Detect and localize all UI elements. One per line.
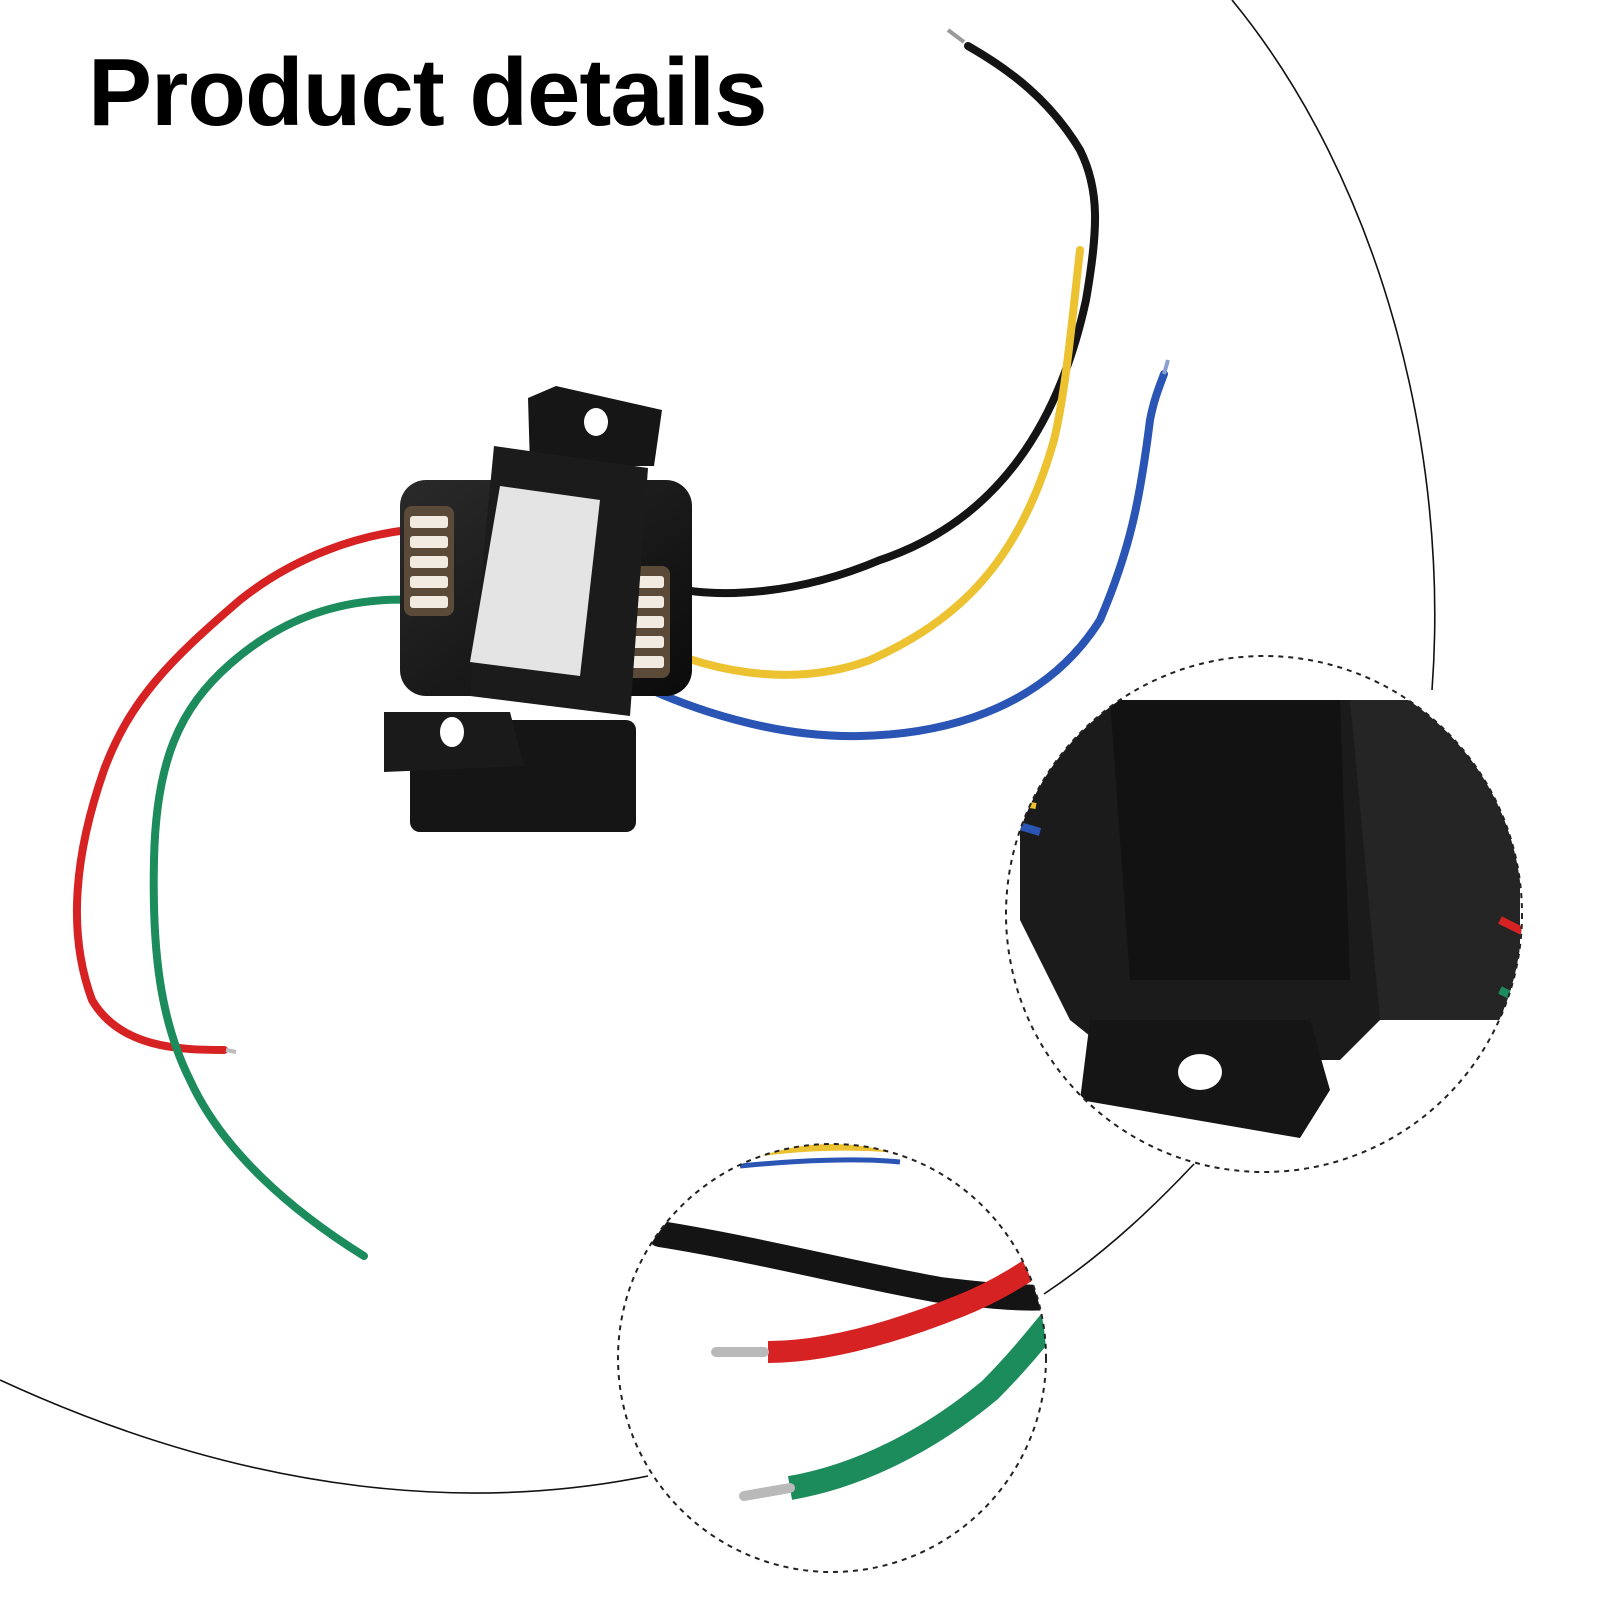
- closeup-black-wire: [647, 1221, 1046, 1311]
- inset-wires-closeup: [617, 1143, 1047, 1573]
- transformer: [72, 28, 1170, 1260]
- inset-frame: [1005, 655, 1523, 1173]
- decorative-arc-bottom: [0, 1379, 649, 1494]
- inset-bracket-closeup: [1005, 655, 1523, 1173]
- red-wire: [72, 524, 440, 1054]
- yellow-wire: [636, 246, 1084, 679]
- page-title: Product details: [88, 39, 767, 146]
- decorative-arc-connector: [1043, 1163, 1195, 1295]
- inset-frame: [617, 1143, 1047, 1573]
- green-wire: [149, 595, 422, 1260]
- blue-wire: [610, 370, 1168, 741]
- closeup-green-wire: [787, 1302, 1046, 1500]
- decorative-arc-top: [1231, 0, 1436, 691]
- white-label: [470, 486, 600, 676]
